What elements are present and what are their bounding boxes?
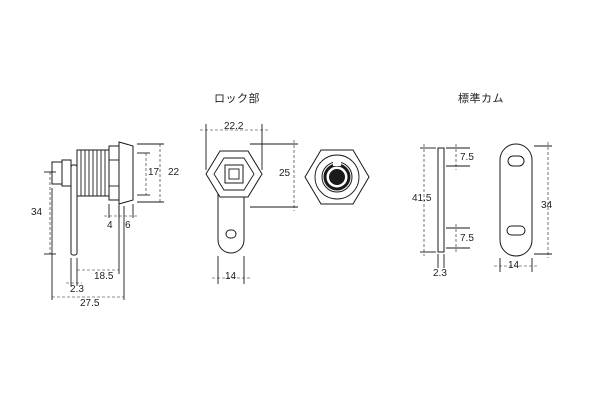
cam-plate-edge bbox=[437, 147, 445, 253]
cam-front-view bbox=[494, 142, 552, 272]
dim-side-27-5: 27.5 bbox=[80, 298, 100, 309]
nut-left bbox=[61, 159, 72, 187]
dimension-lines-cam-side bbox=[420, 144, 470, 268]
dim-cam-7-5-top: 7.5 bbox=[460, 152, 474, 163]
thread-lines bbox=[80, 150, 106, 196]
cam-plate-side bbox=[70, 164, 78, 256]
dim-side-4: 4 bbox=[107, 220, 113, 231]
dimension-lines-front bbox=[200, 124, 298, 284]
dim-front-14: 14 bbox=[225, 271, 237, 282]
lock-front-view bbox=[200, 124, 298, 284]
dim-side-17: 17 bbox=[148, 167, 160, 178]
keyway bbox=[333, 161, 341, 166]
dim-cam-2-3: 2.3 bbox=[433, 268, 447, 279]
cylinder-core bbox=[329, 169, 345, 185]
lock-section-title: ロック部 bbox=[214, 92, 260, 105]
dim-front-25: 25 bbox=[279, 168, 291, 179]
hex-nut-side bbox=[108, 145, 120, 201]
dim-side-22: 22 bbox=[168, 167, 180, 178]
cam-side-view bbox=[420, 144, 470, 268]
dim-side-2-3: 2.3 bbox=[70, 284, 84, 295]
flange-head bbox=[118, 141, 134, 205]
cam-upper-hole bbox=[507, 155, 525, 167]
dim-cam-front-34: 34 bbox=[541, 200, 553, 211]
dim-side-6: 6 bbox=[125, 220, 131, 231]
screw-head bbox=[51, 161, 63, 185]
cam-slot bbox=[225, 229, 237, 239]
dim-cam-41-5: 41.5 bbox=[412, 193, 432, 204]
lock-rear-view bbox=[304, 149, 370, 205]
dim-cam-7-5-bottom: 7.5 bbox=[460, 233, 474, 244]
dimension-lines-cam-front bbox=[494, 142, 552, 272]
square-spindle bbox=[224, 164, 244, 184]
dim-side-34: 34 bbox=[31, 207, 43, 218]
dim-cam-front-14: 14 bbox=[508, 260, 520, 271]
lock-side-view bbox=[44, 141, 164, 300]
cam-lower-slot bbox=[506, 225, 526, 236]
dim-front-22-2: 22.2 bbox=[224, 121, 244, 132]
dim-side-18-5: 18.5 bbox=[94, 271, 114, 282]
dimension-lines-side bbox=[44, 143, 164, 300]
cam-section-title: 標準カム bbox=[458, 92, 504, 105]
